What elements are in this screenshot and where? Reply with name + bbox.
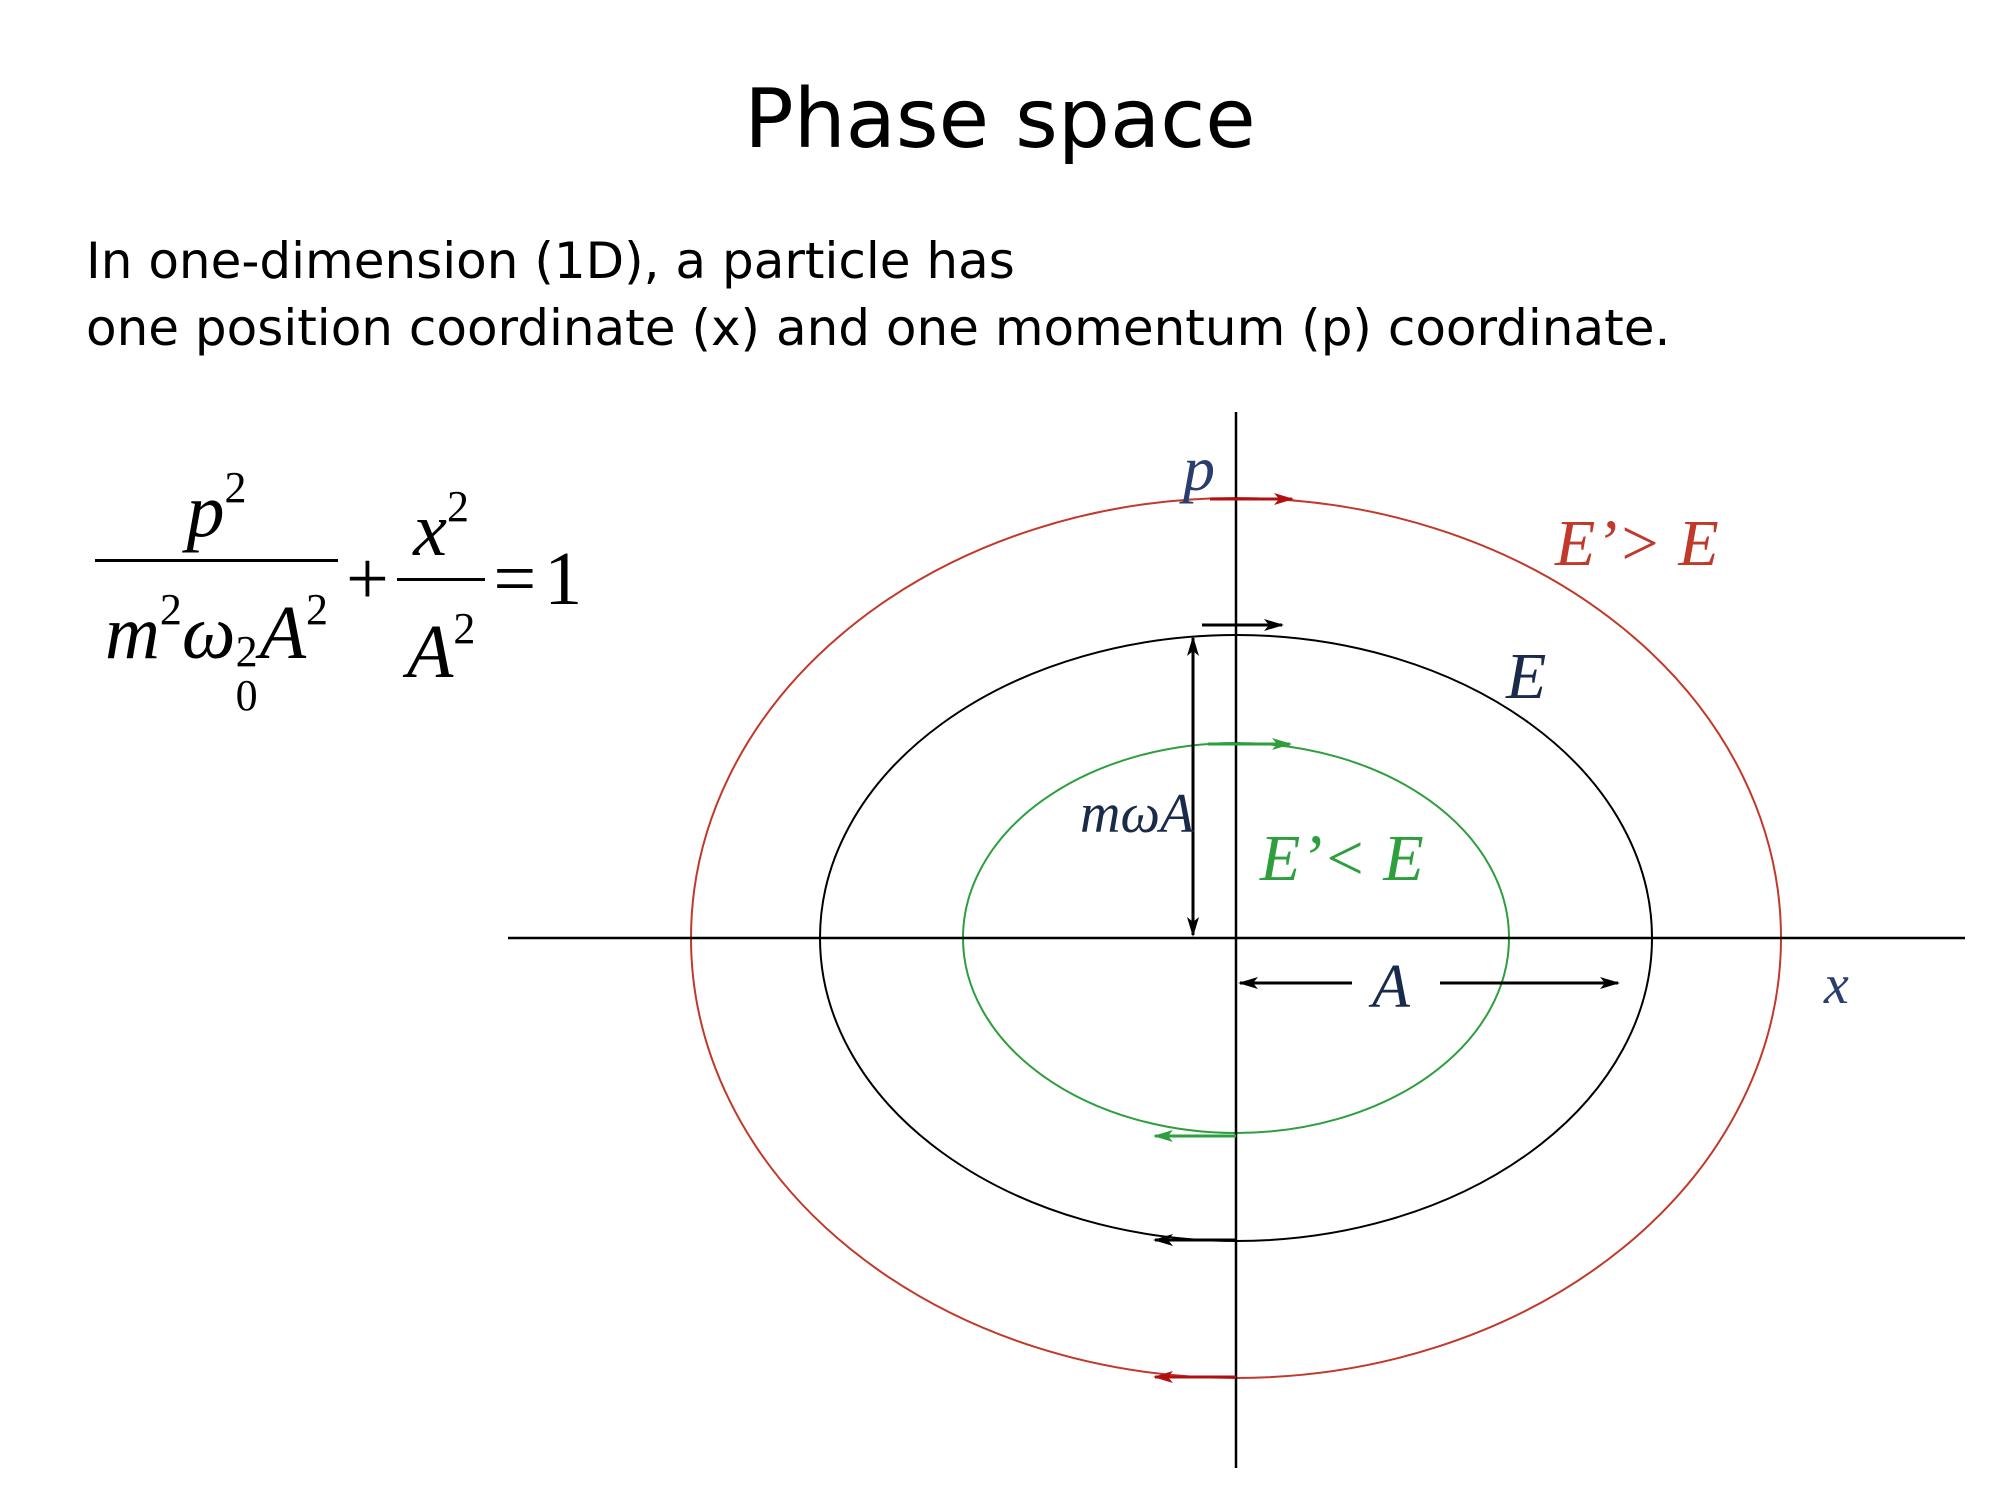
fraction-bar [95,559,338,562]
intro-text: In one-dimension (1D), a particle has on… [86,228,1886,362]
p-variable: p [186,469,225,553]
A-variable: A [406,609,454,694]
p-exponent: 2 [224,463,247,512]
fraction-bar [396,577,486,581]
slide-title: Phase space [744,72,1256,167]
momentum-amplitude-label: mωA [1080,783,1195,845]
x-variable: x [413,487,447,572]
position-denominator: A2 [397,581,485,700]
intro-line-1: In one-dimension (1D), a particle has [86,232,1015,290]
middle-orbit-label: E [1505,640,1546,713]
position-fraction: x2 A2 [396,459,486,700]
A-exponent: 2 [306,585,328,634]
equals-sign: = [493,536,537,621]
m-exponent: 2 [159,585,182,634]
momentum-numerator: p2 [177,440,257,559]
inner-orbit-label: E’< E [1259,822,1424,895]
intro-line-2: one position coordinate (x) and one mome… [86,299,1671,357]
outer-orbit-label: E’> E [1554,507,1719,580]
omega-variable: ω [181,591,236,675]
p-axis-label: p [1179,433,1215,504]
plus-sign: + [346,536,389,621]
rhs-value: 1 [544,536,583,621]
omega-exponent: 2 [235,627,258,676]
position-amplitude-label: A [1368,953,1411,1021]
m-variable: m [105,591,160,675]
x-axis-label: x [1823,954,1849,1016]
A-exponent: 2 [453,603,476,653]
omega-subscript: 0 [235,671,258,720]
position-numerator: x2 [403,459,479,578]
x-exponent: 2 [446,481,469,531]
A-variable: A [259,591,306,675]
